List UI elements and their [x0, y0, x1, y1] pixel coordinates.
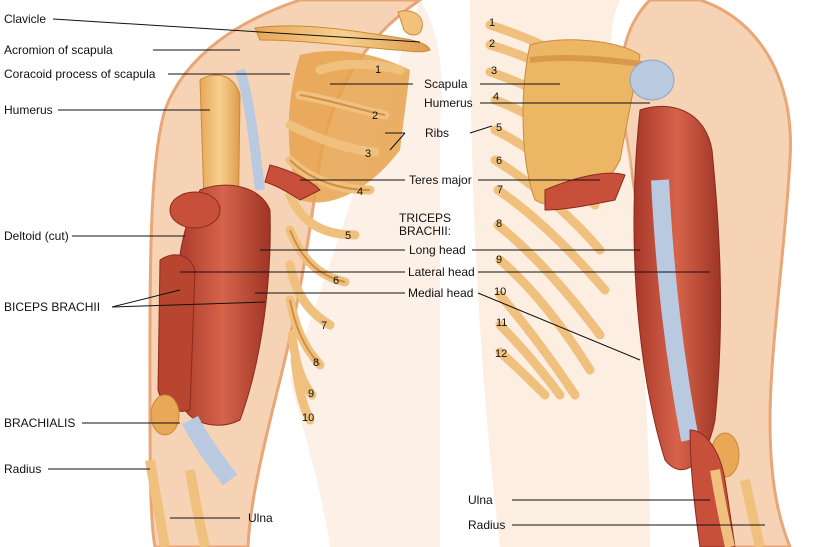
anterior-rib-number: 4 — [357, 186, 364, 198]
anterior-radius — [145, 459, 170, 547]
posterior-humeral-head — [629, 59, 675, 101]
posterior-rib-number: 7 — [497, 184, 504, 196]
label-scapula: Scapula — [424, 77, 468, 91]
posterior-rib-number: 9 — [496, 254, 503, 266]
anterior-rib-number: 10 — [302, 412, 315, 424]
label-long-head: Long head — [409, 243, 466, 257]
label-humerus-left: Humerus — [4, 103, 53, 117]
anterior-biceps-tendon — [235, 68, 265, 191]
anterior-rib-number: 9 — [308, 388, 315, 400]
label-clavicle: Clavicle — [4, 12, 47, 26]
label-lateral-head: Lateral head — [408, 265, 475, 279]
anterior-clavicle — [254, 25, 431, 53]
posterior-rib-number: 3 — [491, 65, 498, 77]
anterior-rib-number: 5 — [345, 230, 352, 242]
posterior-scapula-spine — [529, 54, 651, 68]
label-triceps-title-1: TRICEPS — [399, 211, 452, 225]
label-brachialis: BRACHIALIS — [4, 416, 76, 430]
label-acromion: Acromion of scapula — [4, 43, 113, 57]
posterior-triceps-tendon — [651, 179, 699, 442]
label-radius-left: Radius — [4, 462, 42, 476]
posterior-rib-number: 1 — [489, 17, 496, 29]
leader-lines — [48, 18, 765, 526]
anterior-torso-silhouette — [290, 0, 442, 547]
label-teres-major: Teres major — [409, 173, 472, 187]
posterior-rib-number: 11 — [496, 317, 508, 329]
anterior-rib-number: 2 — [372, 110, 379, 122]
label-triceps-title-2: BRACHII: — [399, 224, 452, 238]
anterior-rib-shadows — [289, 94, 386, 366]
anterior-rib-number: 8 — [313, 357, 320, 369]
label-deltoid: Deltoid (cut) — [4, 229, 69, 243]
posterior-teres-major — [544, 172, 626, 211]
posterior-rib-number: 5 — [496, 122, 503, 134]
anterior-rib-number: 6 — [333, 275, 340, 287]
anterior-rib-number: 1 — [375, 64, 382, 76]
posterior-rib-number: 8 — [496, 218, 503, 230]
label-radius-right: Radius — [468, 518, 506, 532]
anterior-rib-number: 3 — [365, 148, 372, 160]
posterior-radius — [740, 479, 765, 547]
label-medial-head: Medial head — [408, 286, 474, 300]
anterior-rib-number: 7 — [321, 320, 328, 332]
label-biceps: BICEPS BRACHII — [4, 300, 101, 314]
label-humerus-center: Humerus — [424, 96, 473, 110]
anterior-brachialis — [157, 254, 196, 412]
anterior-scapula — [288, 50, 410, 203]
posterior-ulna — [710, 469, 735, 547]
label-ulna-left: Ulna — [248, 511, 273, 525]
label-coracoid: Coracoid process of scapula — [4, 67, 156, 81]
anterior-deltoid-cut — [169, 191, 221, 229]
anterior-forearm-tendon — [181, 415, 238, 486]
label-ulna-right: Ulna — [468, 493, 493, 507]
posterior-rib-number: 6 — [496, 155, 503, 167]
posterior-rib-number: 4 — [493, 91, 500, 103]
anterior-clavicle-end — [397, 10, 423, 36]
anterior-elbow — [150, 394, 180, 436]
anterior-teres-major — [264, 164, 321, 201]
anterior-ulna — [185, 469, 210, 547]
posterior-rib-number: 10 — [494, 286, 507, 298]
label-ribs: Ribs — [425, 126, 450, 140]
posterior-rib-number: 2 — [489, 38, 496, 50]
posterior-rib-number: 12 — [495, 348, 508, 360]
